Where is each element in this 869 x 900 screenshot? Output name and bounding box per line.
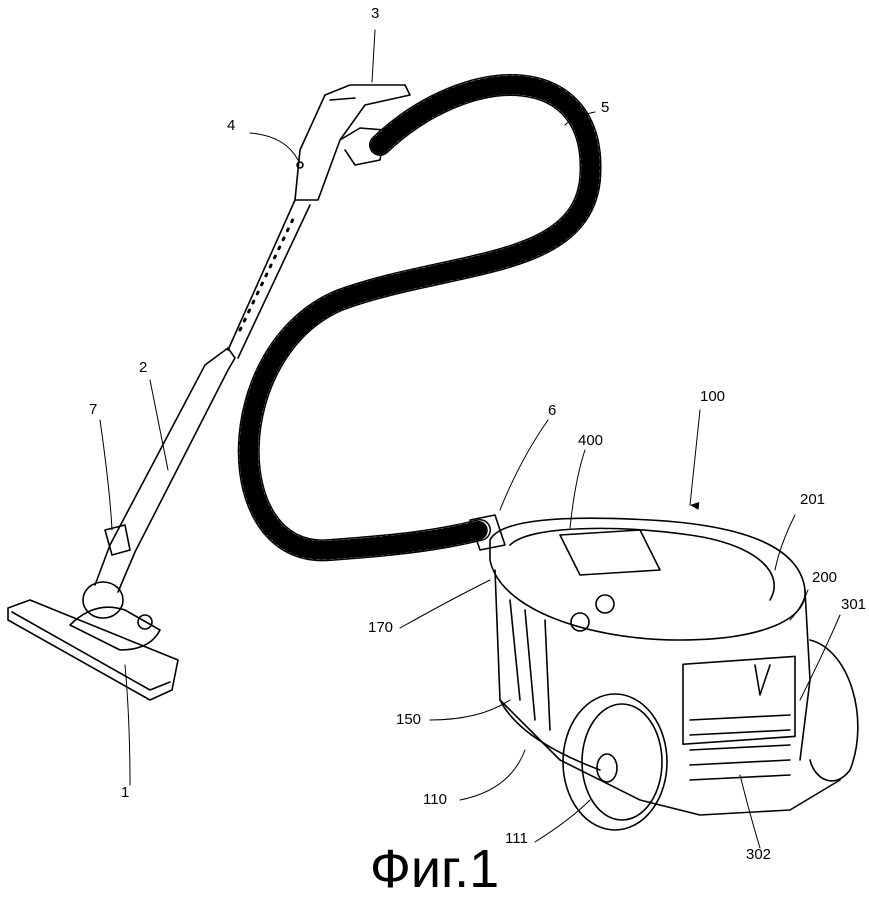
- nozzle-drawing: [7, 581, 179, 701]
- label-suction-port: 170: [368, 619, 394, 636]
- label-handle: 3: [371, 5, 380, 22]
- label-exhaust-cover: 301: [841, 596, 867, 613]
- label-wheel: 111: [505, 830, 528, 847]
- canister-body-drawing: [489, 517, 859, 831]
- label-side-frame: 150: [396, 711, 422, 728]
- figure-caption: Фиг.1: [369, 839, 500, 899]
- leader-lines: [99, 29, 841, 849]
- hose-drawing: [237, 74, 602, 562]
- label-cleaner-body: 100: [700, 388, 726, 405]
- label-tube-clip: 7: [89, 401, 98, 418]
- label-exhaust-filter: 302: [746, 846, 772, 863]
- label-dust-container: 200: [812, 569, 838, 586]
- label-top-cover: 400: [578, 432, 604, 449]
- label-body-base: 110: [423, 791, 447, 808]
- label-extension-tube: 2: [139, 359, 148, 376]
- label-nozzle: 1: [121, 784, 130, 801]
- label-container-rim: 201: [800, 491, 826, 508]
- label-hose: 5: [601, 99, 610, 116]
- label-handle-button: 4: [227, 117, 236, 134]
- label-hose-connector: 6: [548, 402, 557, 419]
- tube-drawing: [94, 199, 311, 593]
